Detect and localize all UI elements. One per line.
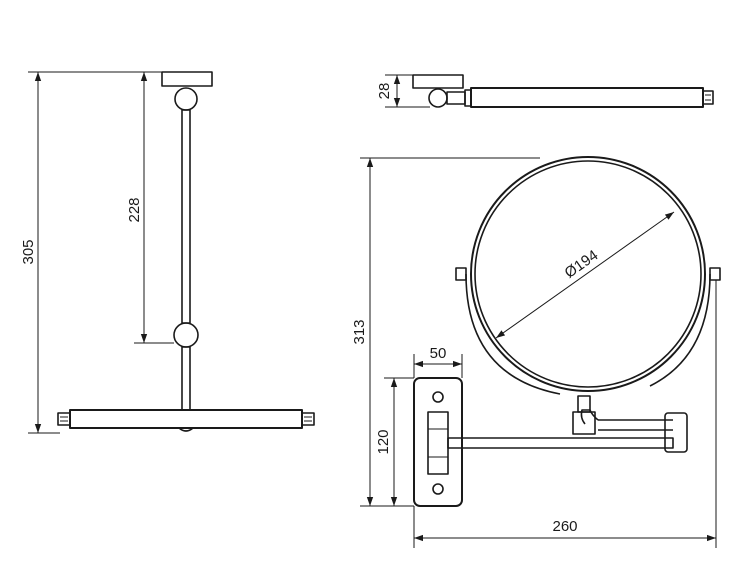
dim-diameter-label: Ø194: [562, 247, 602, 282]
side-view: 305 228: [20, 71, 315, 434]
mirror-frame-inner: [474, 160, 702, 388]
wall-plate: [413, 377, 463, 507]
dim-305-label: 305: [20, 239, 37, 264]
top-mirror-body: [470, 87, 704, 108]
side-knob-right: [301, 412, 315, 426]
dim-diameter-line: [495, 211, 675, 339]
ceiling-plate: [161, 71, 213, 87]
mirror-swivel-ring-right: [649, 273, 711, 387]
top-plate: [412, 74, 464, 89]
upper-joint: [174, 87, 198, 111]
dim-228-label: 228: [126, 197, 143, 222]
top-connector: [446, 91, 466, 105]
mirror-pivot-neck: [577, 395, 591, 413]
side-mirror-body: [69, 409, 303, 429]
front-view: Ø194 313 120 50 260: [351, 156, 721, 548]
top-view: 28: [376, 74, 714, 108]
plate-screw-top: [432, 391, 444, 403]
dim-50-label: 50: [430, 345, 447, 362]
side-stem: [181, 109, 191, 324]
dim-313-label: 313: [351, 319, 368, 344]
extension-arm-upper: [598, 419, 673, 431]
plate-mount-block: [427, 411, 449, 475]
mirror-frame-outer: [470, 156, 706, 392]
top-knob-right: [702, 90, 714, 105]
dim-260-label: 260: [552, 518, 577, 535]
side-stem-lower: [181, 346, 191, 411]
arm-end-joint: [664, 412, 688, 453]
top-joint: [428, 88, 448, 108]
mirror-swivel-ring-left: [465, 273, 561, 395]
dim-120-label: 120: [375, 429, 392, 454]
side-knob-left: [57, 412, 71, 426]
dim-28-label: 28: [376, 83, 393, 100]
side-mirror-bottom-bump: [178, 427, 194, 432]
plate-screw-bottom: [432, 483, 444, 495]
mirror-knob-left: [455, 267, 467, 281]
extension-arm-lower: [447, 437, 674, 449]
lower-joint: [173, 322, 199, 348]
mirror-knob-right: [709, 267, 721, 281]
